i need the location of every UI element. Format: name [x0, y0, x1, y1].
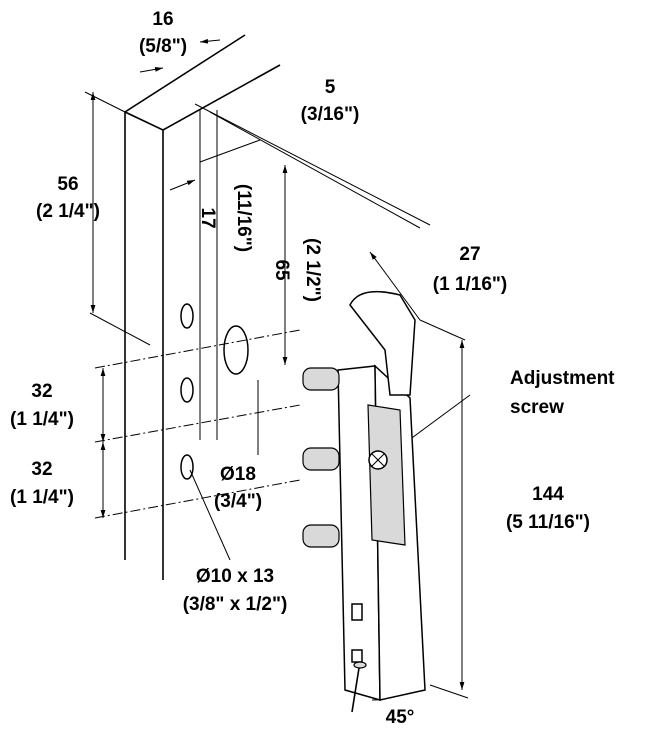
adjustment-callout-line2: screw	[510, 397, 564, 418]
large-hole	[223, 325, 249, 375]
fitting-height-imperial: (5 11/16")	[506, 512, 590, 533]
fitting-width-value: 27	[459, 244, 480, 265]
small-hole	[180, 454, 194, 480]
panel	[124, 34, 431, 580]
dowel	[302, 524, 340, 548]
thickness-imperial: (3/16")	[301, 104, 360, 125]
holes	[180, 303, 249, 480]
small-holes-imperial: (3/8" x 1/2")	[183, 594, 288, 615]
spacing-1-value: 32	[31, 381, 52, 402]
hole-offset-imperial: (2 1/2")	[302, 238, 323, 302]
height-top-value: 56	[57, 174, 78, 195]
edge-offset-imperial: (11/16")	[233, 184, 254, 252]
dimension-lines	[84, 38, 471, 701]
hole-offset-value: 65	[271, 259, 292, 281]
fitting-height-value: 144	[532, 484, 564, 505]
small-hole	[180, 377, 194, 403]
spacing-1-imperial: (1 1/4")	[10, 409, 74, 430]
angle-value: 45°	[386, 707, 415, 728]
spacing-2-value: 32	[31, 459, 52, 480]
small-holes-value: Ø10 x 13	[196, 566, 274, 587]
edge-offset-value: 17	[197, 207, 218, 228]
width-panel-imperial: (5/8")	[139, 36, 187, 57]
thickness-value: 5	[325, 77, 336, 98]
small-hole	[180, 303, 194, 329]
large-hole-value: Ø18	[220, 464, 256, 485]
large-hole-imperial: (3/4")	[214, 491, 262, 512]
height-top-imperial: (2 1/4")	[36, 201, 100, 222]
fitting-width-imperial: (1 1/16")	[433, 274, 508, 295]
dowel	[302, 447, 340, 471]
dowel	[302, 367, 340, 391]
spacing-2-imperial: (1 1/4")	[10, 487, 74, 508]
adjustment-callout-line1: Adjustment	[510, 368, 615, 389]
width-panel-value: 16	[152, 9, 173, 30]
fitting	[302, 290, 426, 713]
screw-icon	[351, 661, 367, 713]
